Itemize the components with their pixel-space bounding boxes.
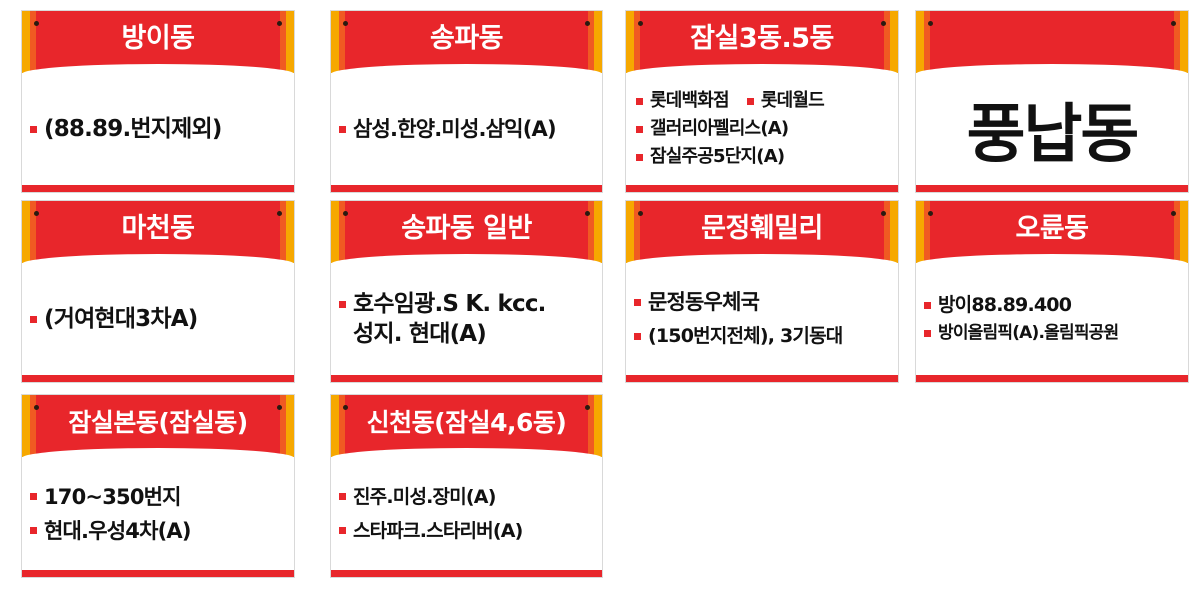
card-bangi-dong: 방이동 (88.89.번지제외)	[21, 10, 295, 193]
card-header	[331, 11, 602, 74]
bullet-icon	[339, 300, 346, 308]
bullet-icon	[924, 301, 931, 309]
card-big-title: 풍납동	[966, 98, 1140, 172]
card-header	[916, 11, 1188, 74]
bullet-icon	[636, 125, 643, 133]
pin-icon	[585, 405, 590, 410]
card-jamsil-3-5-dong: 잠실3동.5동 롯데백화점 롯데월드 갤러리아펠리스(A) 잠실주공5단지(A)	[625, 10, 899, 193]
card-line: (150번지전체), 3기동대	[648, 325, 843, 347]
pin-icon	[34, 405, 39, 410]
pin-icon	[34, 211, 39, 216]
card-title: 송파동	[429, 23, 504, 54]
pin-icon	[343, 405, 348, 410]
card-header	[626, 201, 898, 264]
card-line: 문정동우체국	[648, 290, 760, 314]
card-footer-bar	[916, 185, 1188, 192]
card-header	[331, 201, 602, 264]
pin-icon	[585, 21, 590, 26]
card-footer-bar	[916, 375, 1188, 382]
card-header	[626, 11, 898, 74]
card-header	[22, 201, 294, 264]
card-line: 현대.우성4차(A)	[44, 518, 191, 543]
card-title: 오륜동	[1015, 213, 1089, 244]
card-footer-bar	[22, 185, 294, 192]
bullet-icon	[30, 125, 37, 133]
card-line: 롯데월드	[760, 90, 825, 111]
card-footer-bar	[331, 570, 602, 577]
card-munjeong-family: 문정훼밀리 문정동우체국 (150번지전체), 3기동대	[625, 200, 899, 383]
bullet-icon	[339, 125, 346, 133]
card-title: 잠실3동.5동	[690, 23, 834, 54]
card-line: 방이88.89.400	[938, 294, 1072, 316]
card-title: 방이동	[121, 23, 195, 54]
card-footer-bar	[331, 375, 602, 382]
pin-icon	[277, 21, 282, 26]
card-line: 진주.미성.장미(A)	[353, 485, 496, 508]
pin-icon	[277, 405, 282, 410]
card-title: 마천동	[121, 213, 195, 244]
bullet-icon	[634, 332, 641, 340]
bullet-icon	[634, 298, 641, 306]
pin-icon	[638, 21, 643, 26]
card-line: 170~350번지	[44, 484, 182, 509]
pin-icon	[881, 21, 886, 26]
card-line: 갤러리아펠리스(A)	[650, 118, 789, 139]
card-line: 잠실주공5단지(A)	[650, 146, 785, 167]
card-macheon-dong: 마천동 (거여현대3차A)	[21, 200, 295, 383]
card-line: 삼성.한양.미성.삼익(A)	[353, 117, 557, 141]
card-title: 신천동(잠실4,6동)	[366, 408, 567, 437]
card-line: 방이올림픽(A).올림픽공원	[938, 323, 1119, 343]
card-line: 성지. 현대(A)	[353, 321, 487, 347]
pin-icon	[34, 21, 39, 26]
bullet-icon	[339, 527, 346, 534]
pin-icon	[585, 211, 590, 216]
card-header	[22, 11, 294, 74]
card-line: 스타파크.스타리버(A)	[353, 519, 523, 542]
bullet-icon	[636, 153, 643, 161]
pin-icon	[928, 21, 933, 26]
pin-icon	[1171, 21, 1176, 26]
bullet-icon	[30, 527, 37, 534]
pin-icon	[1171, 211, 1176, 216]
pin-icon	[881, 211, 886, 216]
card-header	[331, 395, 602, 458]
card-footer-bar	[626, 375, 898, 382]
card-line: (거여현대3차A)	[44, 306, 198, 332]
card-pungnap-dong: 풍납동	[915, 10, 1189, 193]
card-line: 호수임광.S K. kcc.	[353, 291, 546, 317]
card-footer-bar	[331, 185, 602, 192]
pin-icon	[277, 211, 282, 216]
card-title: 문정훼밀리	[701, 213, 823, 244]
card-songpa-dong-general: 송파동 일반 호수임광.S K. kcc. 성지. 현대(A)	[330, 200, 603, 383]
bullet-icon	[30, 315, 37, 323]
pin-icon	[638, 211, 643, 216]
pin-icon	[343, 21, 348, 26]
card-line: (88.89.번지제외)	[44, 116, 222, 142]
card-songpa-dong: 송파동 삼성.한양.미성.삼익(A)	[330, 10, 603, 193]
card-oryun-dong: 오륜동 방이88.89.400 방이올림픽(A).올림픽공원	[915, 200, 1189, 383]
bullet-icon	[636, 97, 643, 105]
card-header	[22, 395, 294, 458]
card-footer-bar	[22, 570, 294, 577]
pin-icon	[928, 211, 933, 216]
pin-icon	[343, 211, 348, 216]
card-jamsil-bon-dong: 잠실본동(잠실동) 170~350번지 현대.우성4차(A)	[21, 394, 295, 578]
card-sincheon-dong: 신천동(잠실4,6동) 진주.미성.장미(A) 스타파크.스타리버(A)	[330, 394, 603, 578]
bullet-icon	[30, 493, 37, 500]
bullet-icon	[339, 493, 346, 500]
card-footer-bar	[22, 375, 294, 382]
card-header	[916, 201, 1188, 264]
card-title: 잠실본동(잠실동)	[68, 408, 248, 437]
bullet-icon	[746, 97, 754, 105]
bullet-icon	[924, 329, 931, 337]
card-title: 송파동 일반	[401, 213, 532, 244]
card-line: 롯데백화점	[650, 90, 730, 111]
card-footer-bar	[626, 185, 898, 192]
